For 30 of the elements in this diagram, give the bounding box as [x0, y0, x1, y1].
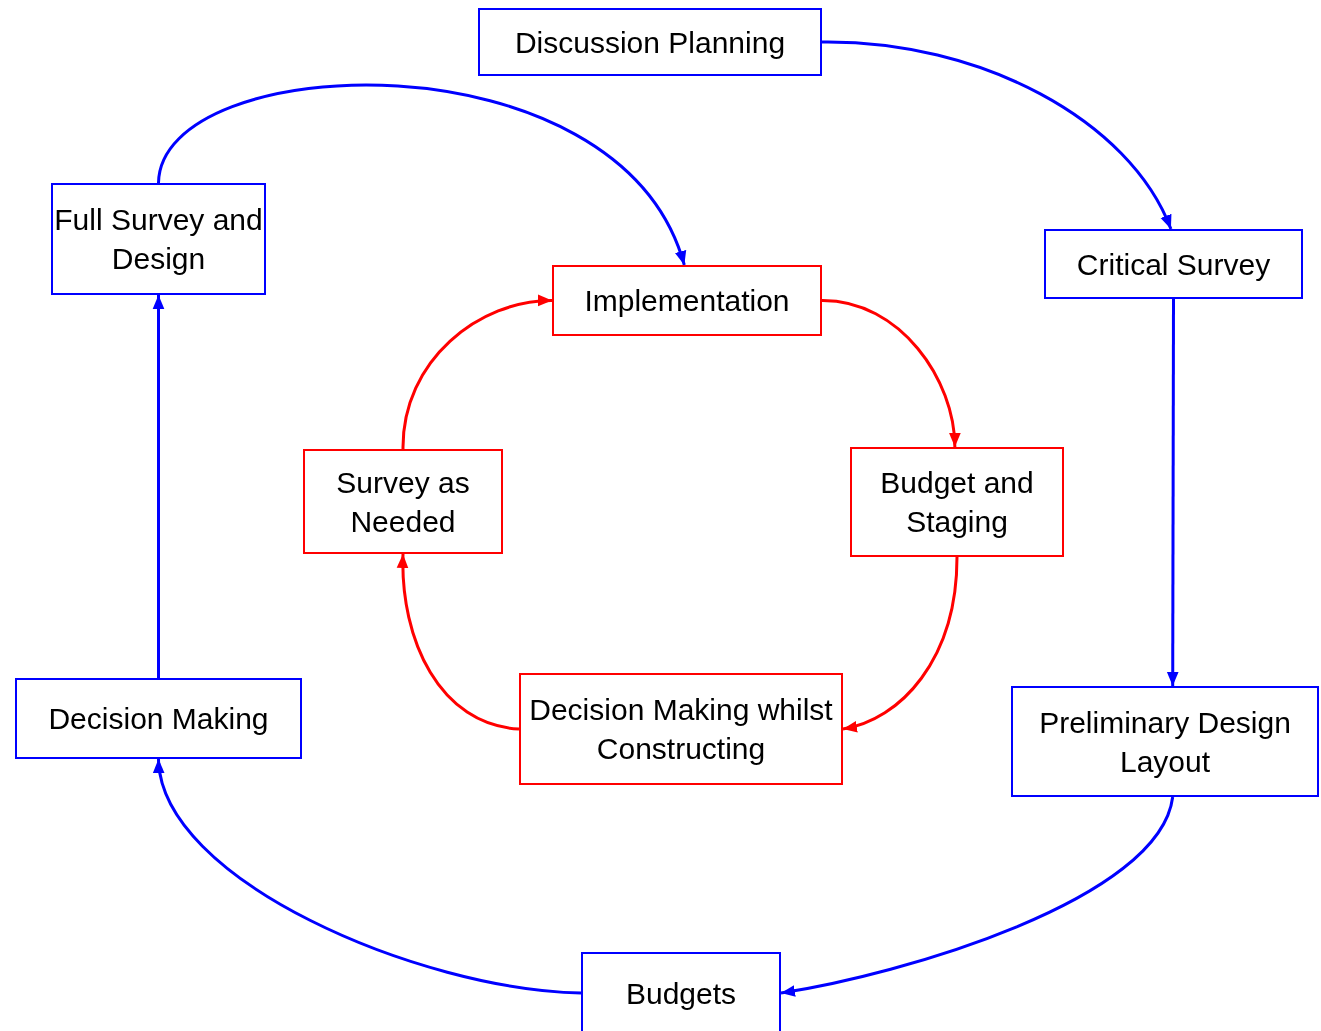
process-box: [1044, 229, 1303, 299]
arrow: [842, 556, 959, 732]
inner-step-box: [850, 447, 1064, 557]
arrow: [401, 295, 553, 450]
arrow: [157, 84, 686, 266]
process-box: [51, 183, 266, 295]
arrow: [1166, 299, 1179, 686]
inner-step-box: [519, 673, 843, 785]
arrow: [155, 758, 582, 995]
process-box: [1011, 686, 1319, 797]
arrow: [780, 796, 1175, 997]
step-label: Discussion Planning: [514, 24, 786, 61]
inner-step-box: [303, 449, 503, 554]
step-label: Implementation: [584, 283, 790, 319]
step-label: Budget and Staging: [879, 465, 1035, 540]
process-box: [581, 952, 781, 1031]
arrow: [152, 295, 165, 678]
step-label: Preliminary Design Layout: [1038, 704, 1292, 780]
step-label: Critical Survey: [1076, 246, 1271, 283]
step-label: Budgets: [625, 975, 737, 1012]
inner-step-box: [552, 265, 822, 336]
step-label: Survey as Needed: [335, 464, 471, 540]
step-label: Decision Making: [48, 701, 269, 737]
arrow: [397, 554, 520, 731]
process-box: [15, 678, 302, 759]
process-box: [478, 8, 822, 76]
arrow: [821, 40, 1173, 230]
step-label: Decision Making whilst Constructing: [528, 692, 834, 767]
step-label: Full Survey and Design: [53, 202, 264, 277]
arrow: [821, 299, 960, 448]
